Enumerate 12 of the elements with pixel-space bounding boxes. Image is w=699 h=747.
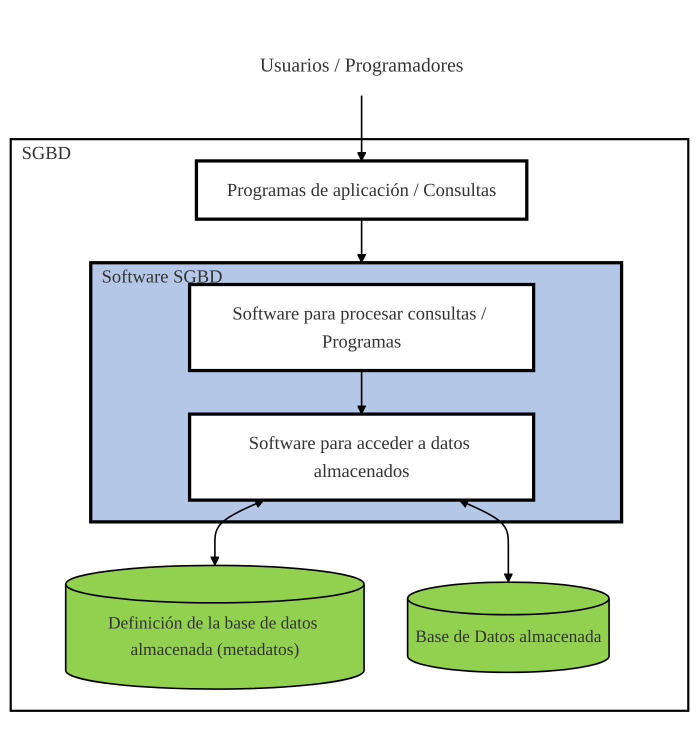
process-box: Software para acceder a datos almacenados: [188, 412, 536, 502]
process-box: Software para procesar consultas / Programas: [188, 283, 536, 372]
arrow: [356, 370, 366, 415]
arrow: [210, 500, 264, 566]
arrow: [356, 96, 366, 162]
database-cylinder: Definición de la base de datos almacenada (metadatos): [64, 564, 365, 690]
text-label: Usuarios / Programadores: [260, 54, 464, 76]
process-box: Programas de aplicación / Consultas: [194, 160, 528, 222]
arrow: [458, 500, 514, 583]
arrow: [356, 219, 366, 264]
database-cylinder: Base de Datos almacenada: [406, 582, 610, 674]
group-title: SGBD: [22, 142, 71, 164]
